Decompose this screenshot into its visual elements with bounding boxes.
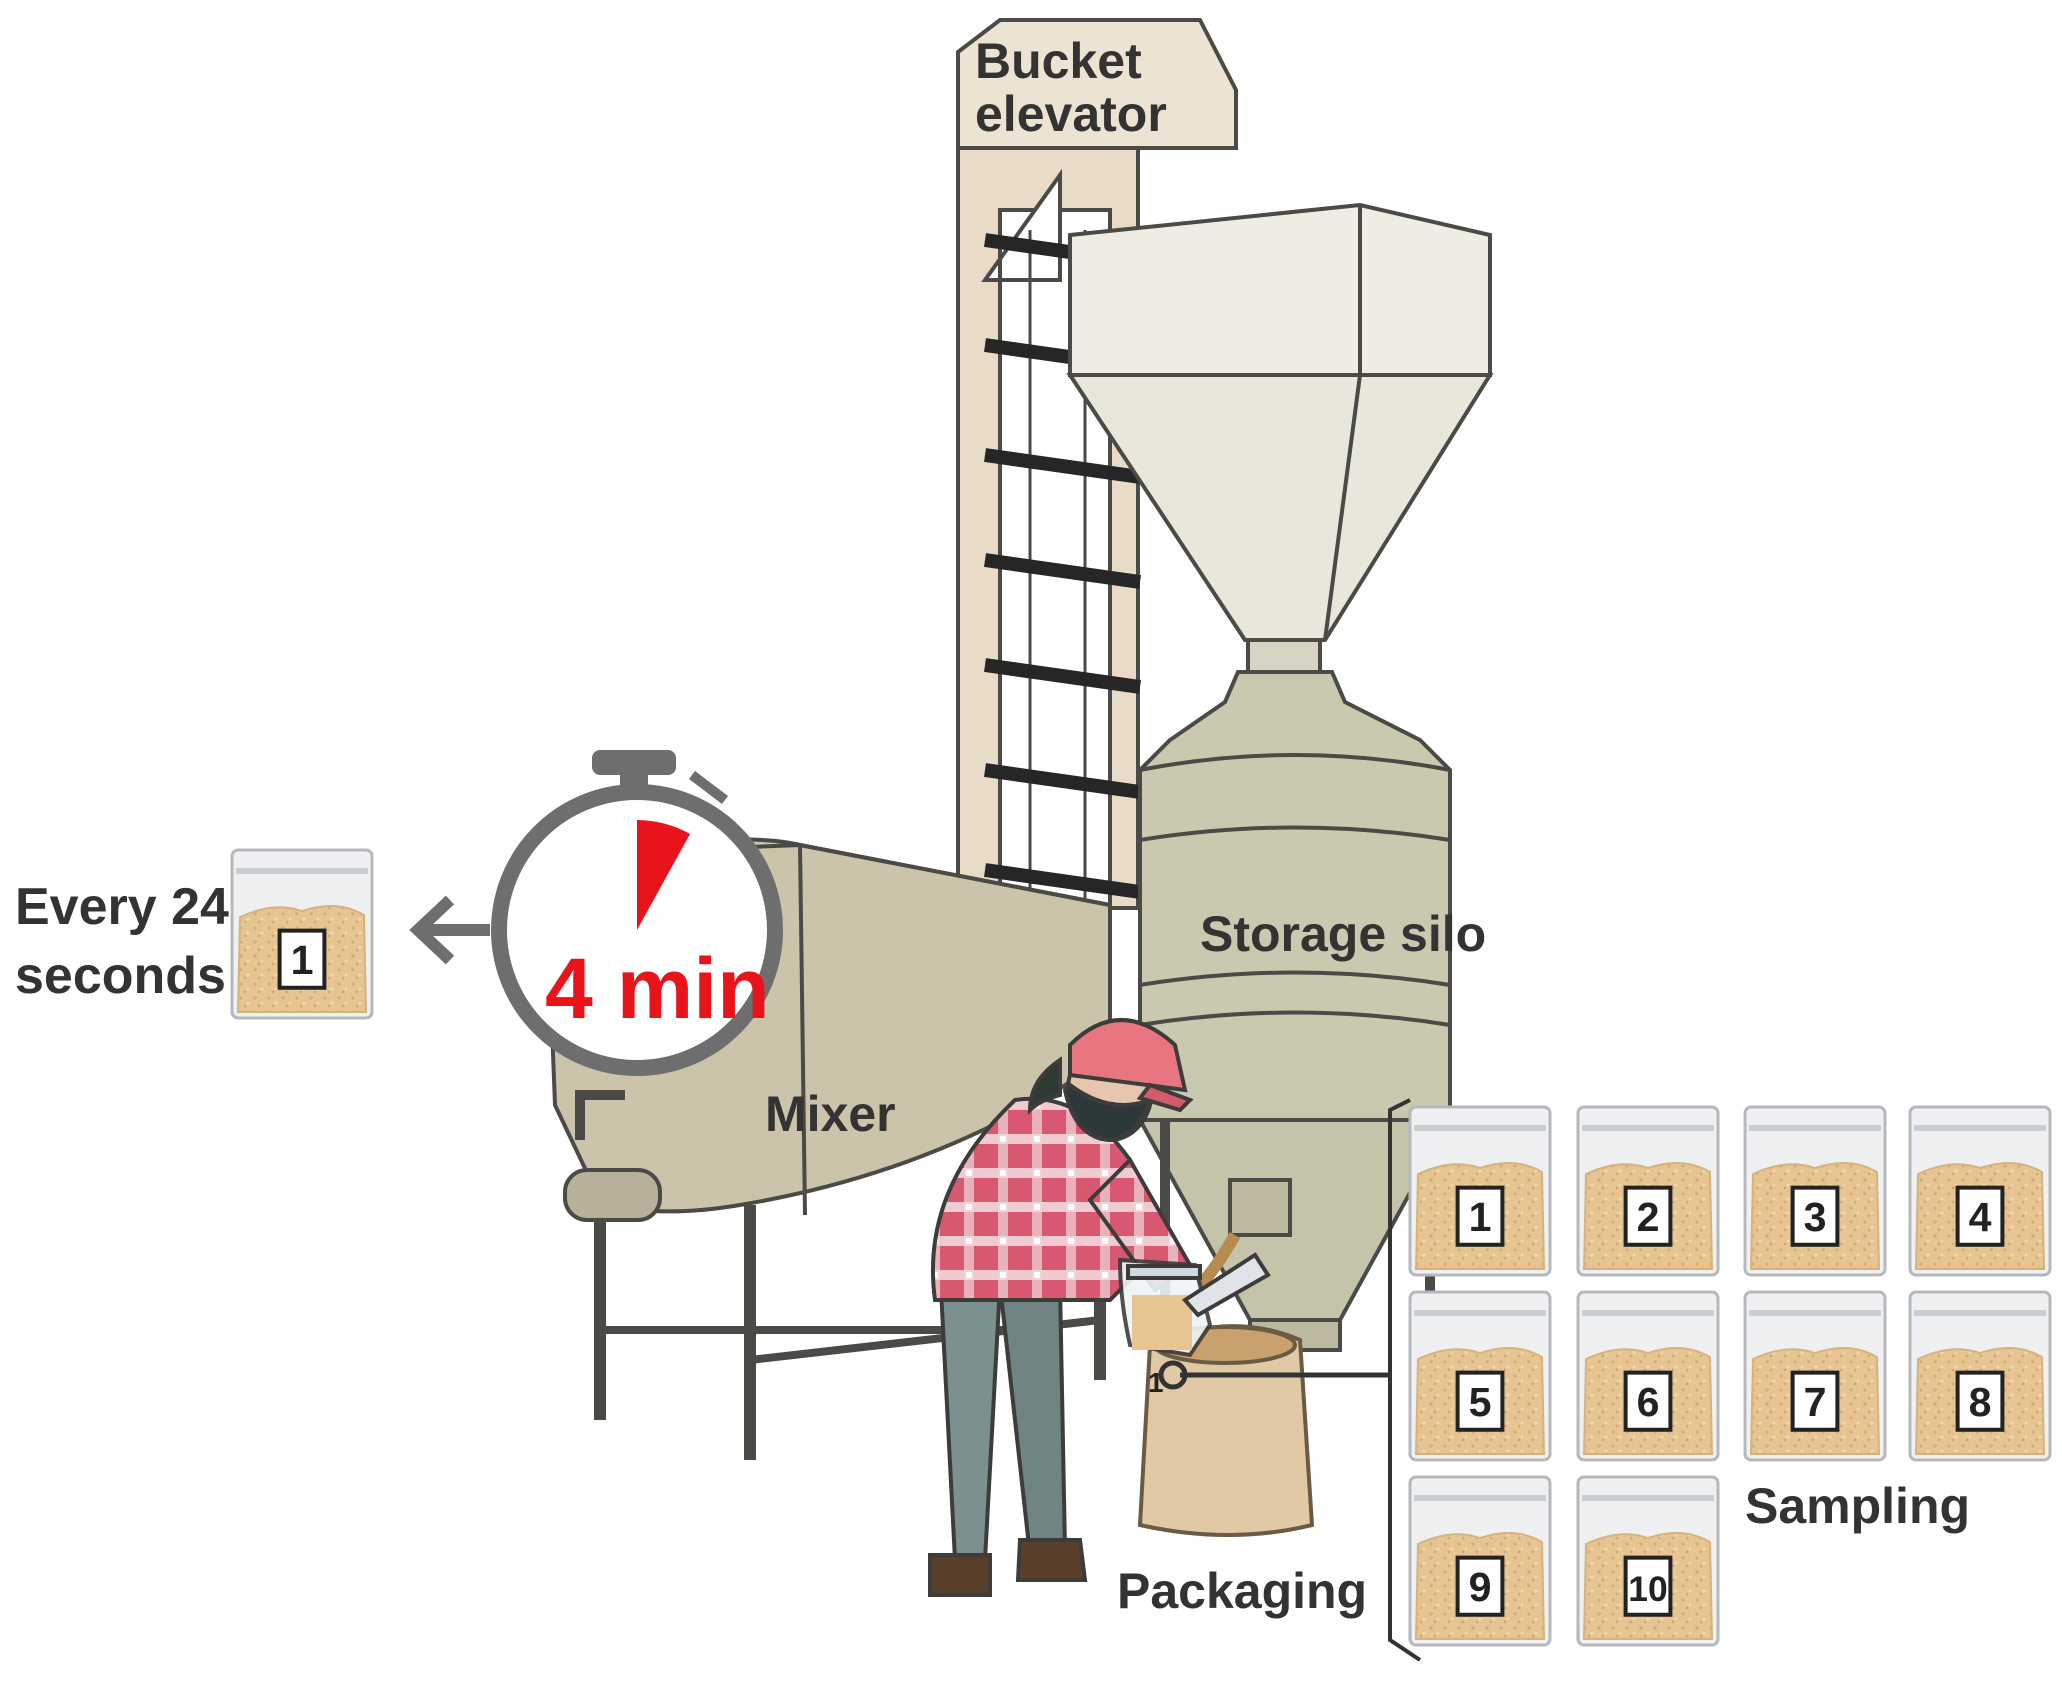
bag-number: 1 [291,937,314,983]
bucket-elevator-label: Bucket elevator [975,35,1167,140]
interval-label: Every 24 seconds [15,878,229,1005]
stopwatch-side-button [688,771,729,804]
packaging-label: Packaging [1117,1563,1368,1619]
bag-number: 4 [1969,1194,1992,1240]
bag-label-box [1623,1185,1673,1247]
held-bag-number: 1 [1148,1367,1164,1398]
elapsed-wedge [637,820,690,930]
storage-silo-label: Storage silo [1200,906,1487,962]
bag-label-box [1790,1370,1840,1432]
bag-number: 5 [1469,1379,1492,1425]
bag-label-box [1455,1555,1505,1617]
timer-value: 4 min [545,941,770,1037]
sample-bag: 10 [1576,1475,1720,1647]
sample-bag: 6 [1576,1290,1720,1462]
bag-label-box [1623,1555,1673,1617]
bucket-label-line1: Bucket [975,33,1142,89]
sample-bag: 3 [1743,1105,1887,1277]
bag-number: 8 [1969,1379,1992,1425]
single-sample-bag: 1 [230,848,374,1020]
elevator-label-line2: elevator [975,85,1167,142]
worker-figure [928,1018,1271,1597]
sample-bag: 8 [1908,1290,2052,1462]
bag-label-box [1455,1185,1505,1247]
bag-number: 1 [1469,1194,1492,1240]
bag-number: 6 [1637,1379,1660,1425]
bag-label-box [1955,1185,2005,1247]
sampling-label: Sampling [1745,1478,1971,1534]
hopper [1066,202,1494,674]
bag-number: 9 [1469,1564,1492,1610]
sample-bag: 9 [1408,1475,1552,1647]
bag-label-box [277,928,327,990]
sample-bag: 2 [1576,1105,1720,1277]
bag-number: 7 [1804,1379,1827,1425]
sample-bag: 1 [1408,1105,1552,1277]
bag-number: 3 [1804,1194,1827,1240]
interval-line1: Every 24 [15,878,229,936]
sample-bag: 5 [1408,1290,1552,1462]
interval-line2: seconds [15,946,226,1005]
bag-label-box [1623,1370,1673,1432]
bag-label-box [1455,1370,1505,1432]
stopwatch-button [592,750,676,775]
bag-label-box [1790,1185,1840,1247]
sample-bag: 7 [1743,1290,1887,1462]
sample-bag: 4 [1908,1105,2052,1277]
bag-number: 10 [1628,1569,1667,1609]
mixer-label: Mixer [765,1086,896,1142]
bag-number: 2 [1637,1194,1660,1240]
bag-label-box [1955,1370,2005,1432]
